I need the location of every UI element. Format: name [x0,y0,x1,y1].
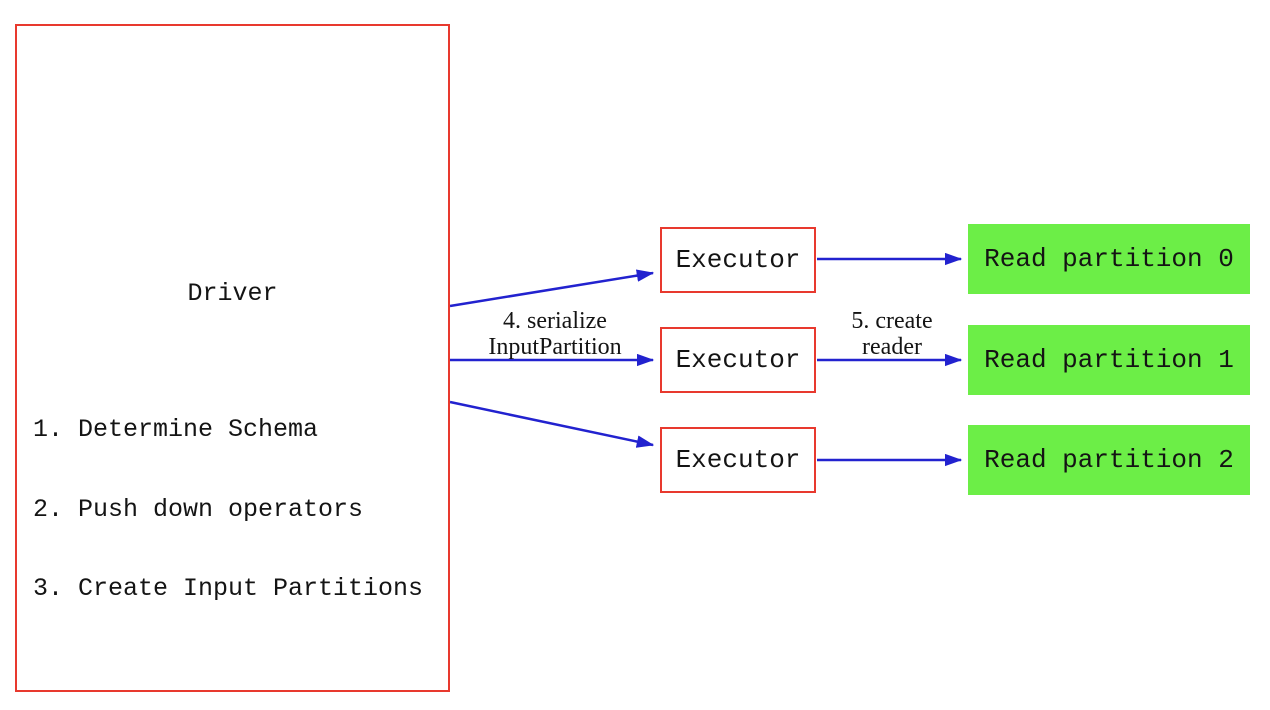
driver-step-1: 1. Determine Schema [33,415,319,444]
executor-label-3: Executor [675,445,801,475]
read-partition-label-1: Read partition 1 [984,345,1234,375]
executor-node-3: Executor [660,427,816,493]
driver-title: Driver [187,279,278,308]
edge-label-serialize-inputpartition: 4. serialize InputPartition [455,308,655,360]
driver-step-2: 2. Push down operators [33,494,364,524]
edge-label-create-reader-line2: reader [862,334,922,360]
executor-label-2: Executor [675,345,801,375]
edge-label-serialize-line2: InputPartition [488,334,622,360]
executor-node-1: Executor [660,227,816,293]
driver-steps: 1. Determine Schema 2. Push down operato… [33,364,423,656]
edge-label-serialize-line1: 4. serialize [503,308,607,334]
driver-node [15,24,450,692]
read-partition-node-0: Read partition 0 [968,224,1250,294]
edge-label-create-reader-line1: 5. create [851,308,933,334]
read-partition-node-1: Read partition 1 [968,325,1250,395]
arrow-driver-to-executor-1 [449,269,655,308]
executor-node-2: Executor [660,327,816,393]
arrow-driver-to-executor-3 [449,400,655,448]
executor-label-1: Executor [675,245,801,275]
edge-label-create-reader: 5. create reader [808,308,976,360]
driver-step-3: 3. Create Input Partitions [33,574,424,603]
read-partition-label-2: Read partition 2 [984,445,1234,475]
read-partition-label-0: Read partition 0 [984,244,1234,274]
read-partition-node-2: Read partition 2 [968,425,1250,495]
